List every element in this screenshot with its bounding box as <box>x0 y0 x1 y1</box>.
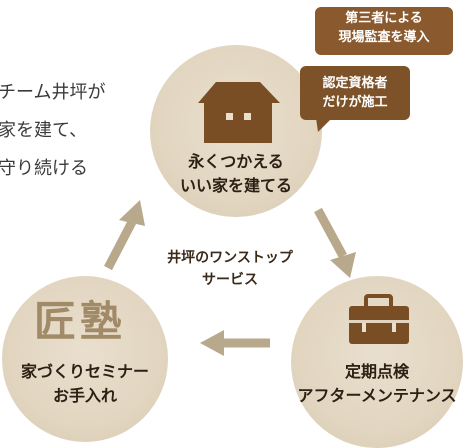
build-step-line-2: いい家を建てる <box>179 176 292 195</box>
audit-callout-line-1: 第三者による <box>345 11 423 26</box>
maintenance-step-label: 定期点検 アフターメンテナンス <box>291 360 463 408</box>
seminar-step-line-2: お手入れ <box>52 386 117 405</box>
seminar-step-line-1: 家づくりセミナー <box>20 362 149 381</box>
intro-text: チーム井坪が 家を建て、 守り続ける <box>0 74 150 188</box>
seminar-step-label: 家づくりセミナー お手入れ <box>2 360 168 408</box>
maintenance-step-line-2: アフターメンテナンス <box>297 386 457 405</box>
arrow-build-to-maintenance-icon <box>314 207 356 278</box>
svg-text:匠塾: 匠塾 <box>34 297 126 346</box>
toolbox-icon <box>349 294 409 344</box>
arrow-seminar-to-build-icon <box>104 200 145 271</box>
one-stop-service-label: 井坪のワンストップ サービス <box>130 247 330 291</box>
center-label-line-2: サービス <box>202 272 258 288</box>
certified-callout-line-2: だけが施工 <box>322 95 388 110</box>
intro-line-2: 家を建て、 <box>0 120 88 141</box>
audit-callout: 第三者による 現場監査を導入 <box>315 7 453 55</box>
certified-callout-line-1: 認定資格者 <box>322 76 388 91</box>
cycle-diagram-graphics: 匠塾 <box>34 82 409 356</box>
callout-tail-icon <box>316 118 332 132</box>
build-step-line-1: 永くつかえる <box>188 152 284 171</box>
arrow-maintenance-to-seminar-icon <box>200 330 270 356</box>
intro-line-1: チーム井坪が <box>0 82 106 103</box>
center-label-line-1: 井坪のワンストップ <box>167 250 293 266</box>
maintenance-step-circle <box>291 276 463 448</box>
audit-callout-line-2: 現場監査を導入 <box>338 30 430 45</box>
seminar-step-circle <box>2 276 168 442</box>
maintenance-step-line-1: 定期点検 <box>344 362 409 381</box>
certified-callout: 認定資格者 だけが施工 <box>300 66 410 120</box>
takumi-juku-logo: 匠塾 <box>34 297 126 346</box>
house-icon <box>198 82 280 143</box>
callout-tail-graphics <box>316 118 332 132</box>
intro-line-3: 守り続ける <box>0 158 88 179</box>
build-step-label: 永くつかえる いい家を建てる <box>150 150 322 198</box>
